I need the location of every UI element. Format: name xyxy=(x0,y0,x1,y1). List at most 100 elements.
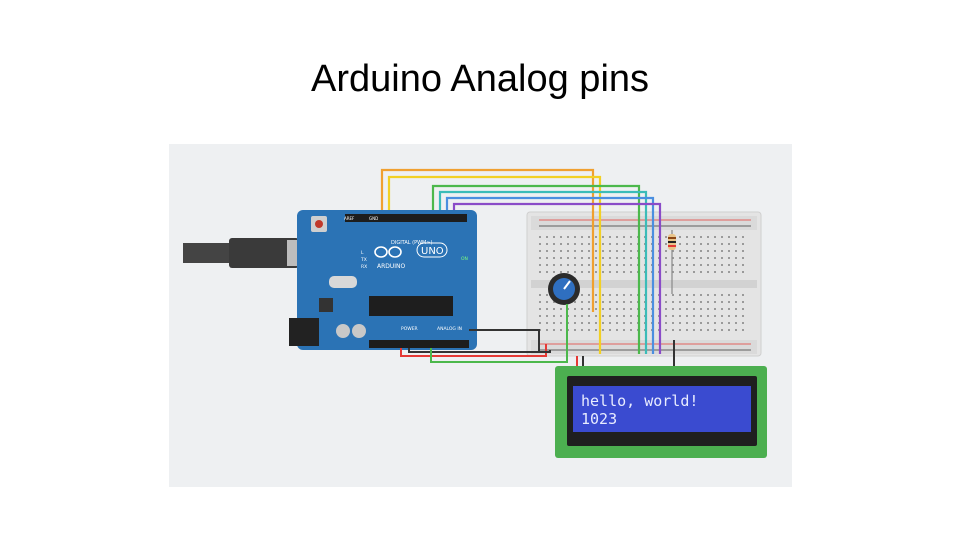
circuit-diagram: DIGITAL (PWM~) AREF GND L TX RX ARDUINO … xyxy=(183,168,767,458)
breadboard-hole xyxy=(630,271,632,273)
breadboard-hole xyxy=(728,308,730,310)
breadboard-hole xyxy=(707,329,709,331)
breadboard-hole xyxy=(686,315,688,317)
breadboard-hole xyxy=(742,308,744,310)
breadboard-hole xyxy=(595,236,597,238)
breadboard-hole xyxy=(693,301,695,303)
board-aref-label: AREF xyxy=(344,216,355,221)
breadboard-hole xyxy=(721,257,723,259)
breadboard-hole xyxy=(539,301,541,303)
breadboard-hole xyxy=(672,294,674,296)
breadboard-hole xyxy=(595,315,597,317)
breadboard-hole xyxy=(546,294,548,296)
breadboard-hole xyxy=(588,271,590,273)
breadboard-hole xyxy=(707,236,709,238)
breadboard-hole xyxy=(693,329,695,331)
breadboard-hole xyxy=(539,315,541,317)
breadboard-hole xyxy=(609,329,611,331)
breadboard-hole xyxy=(574,301,576,303)
breadboard-hole xyxy=(602,236,604,238)
breadboard-hole xyxy=(588,308,590,310)
breadboard-hole xyxy=(686,250,688,252)
breadboard-hole xyxy=(560,250,562,252)
breadboard-hole xyxy=(735,301,737,303)
breadboard-hole xyxy=(700,322,702,324)
breadboard-hole xyxy=(742,243,744,245)
breadboard-hole xyxy=(742,250,744,252)
breadboard-hole xyxy=(609,257,611,259)
breadboard-hole xyxy=(574,243,576,245)
breadboard-hole xyxy=(665,271,667,273)
breadboard-hole xyxy=(735,271,737,273)
breadboard-hole xyxy=(602,257,604,259)
breadboard-hole xyxy=(742,294,744,296)
breadboard-hole xyxy=(714,243,716,245)
breadboard-hole xyxy=(595,301,597,303)
breadboard-hole xyxy=(665,315,667,317)
breadboard-hole xyxy=(707,271,709,273)
board-l-label: L xyxy=(361,250,364,256)
breadboard-hole xyxy=(721,264,723,266)
breadboard-hole xyxy=(721,308,723,310)
slide-title: Arduino Analog pins xyxy=(310,58,650,100)
breadboard-hole xyxy=(588,294,590,296)
lcd-line-1: hello, world! xyxy=(581,392,698,410)
breadboard-hole xyxy=(581,250,583,252)
breadboard-hole xyxy=(679,243,681,245)
breadboard-hole xyxy=(574,322,576,324)
breadboard xyxy=(526,211,762,357)
breadboard-hole xyxy=(728,236,730,238)
breadboard-hole xyxy=(721,322,723,324)
breadboard-hole xyxy=(623,271,625,273)
breadboard-hole xyxy=(728,257,730,259)
breadboard-hole xyxy=(567,271,569,273)
breadboard-hole xyxy=(546,301,548,303)
breadboard-hole xyxy=(679,322,681,324)
breadboard-hole xyxy=(665,236,667,238)
breadboard-hole xyxy=(546,257,548,259)
breadboard-hole xyxy=(714,250,716,252)
breadboard-hole xyxy=(602,250,604,252)
breadboard-hole xyxy=(700,243,702,245)
breadboard-hole xyxy=(728,264,730,266)
breadboard-hole xyxy=(679,294,681,296)
breadboard-hole xyxy=(707,322,709,324)
breadboard-hole xyxy=(616,243,618,245)
breadboard-hole xyxy=(588,322,590,324)
breadboard-hole xyxy=(693,243,695,245)
breadboard-hole xyxy=(595,308,597,310)
breadboard-hole xyxy=(679,257,681,259)
breadboard-hole xyxy=(602,315,604,317)
breadboard-hole xyxy=(609,322,611,324)
breadboard-hole xyxy=(707,294,709,296)
breadboard-hole xyxy=(539,294,541,296)
breadboard-hole xyxy=(728,243,730,245)
breadboard-hole xyxy=(665,243,667,245)
breadboard-hole xyxy=(539,250,541,252)
breadboard-hole xyxy=(728,271,730,273)
breadboard-hole xyxy=(602,294,604,296)
breadboard-hole xyxy=(588,329,590,331)
breadboard-hole xyxy=(679,308,681,310)
breadboard-hole xyxy=(553,257,555,259)
breadboard-hole xyxy=(665,301,667,303)
board-gnd-label: GND xyxy=(369,216,378,221)
breadboard-hole xyxy=(630,264,632,266)
breadboard-hole xyxy=(581,243,583,245)
breadboard-hole xyxy=(581,301,583,303)
breadboard-hole xyxy=(679,264,681,266)
breadboard-hole xyxy=(623,257,625,259)
breadboard-hole xyxy=(609,315,611,317)
breadboard-hole xyxy=(574,250,576,252)
breadboard-hole xyxy=(588,315,590,317)
breadboard-hole xyxy=(539,243,541,245)
breadboard-hole xyxy=(700,315,702,317)
circuit-figure: DIGITAL (PWM~) AREF GND L TX RX ARDUINO … xyxy=(169,144,792,487)
breadboard-hole xyxy=(742,315,744,317)
breadboard-hole xyxy=(721,294,723,296)
breadboard-hole xyxy=(546,264,548,266)
breadboard-hole xyxy=(588,264,590,266)
breadboard-hole xyxy=(742,236,744,238)
board-brand: ARDUINO xyxy=(377,263,406,270)
breadboard-hole xyxy=(553,322,555,324)
